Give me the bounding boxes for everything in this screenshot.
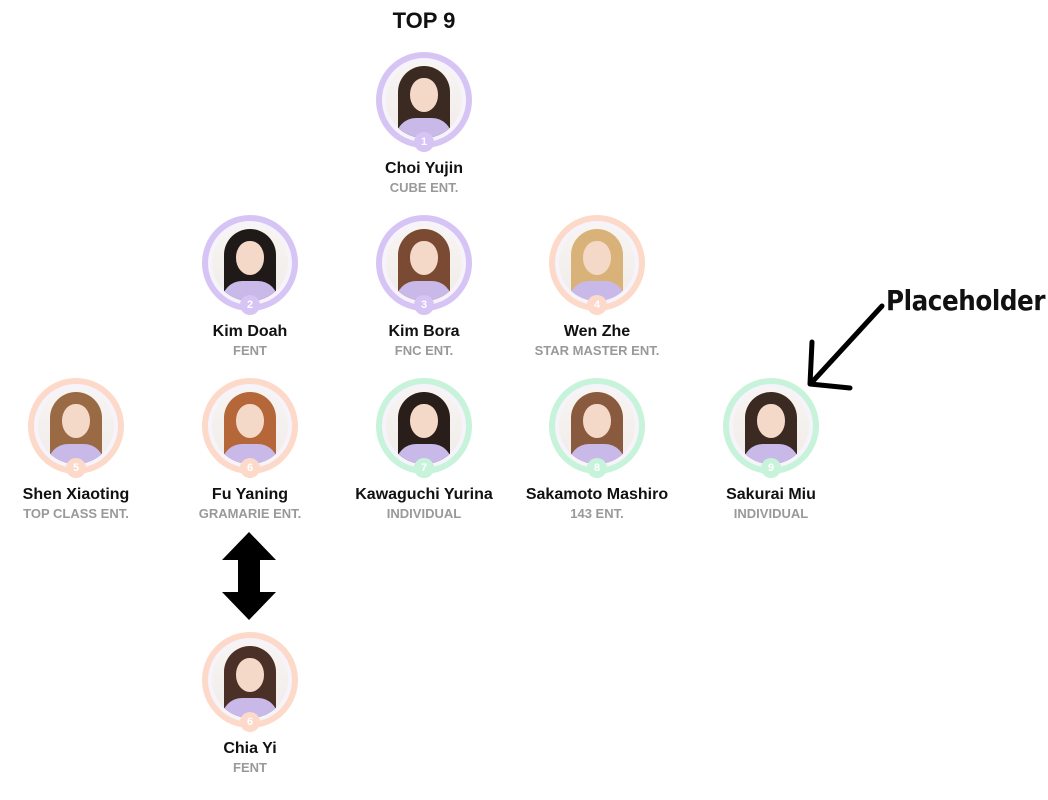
rank-badge: 9 (761, 458, 781, 478)
trainee-company: FENT (233, 343, 267, 358)
trainee-company: GRAMARIE ENT. (198, 506, 302, 521)
avatar (386, 62, 462, 138)
trainee-company: CUBE ENT. (389, 180, 459, 195)
rank-badge: 7 (414, 458, 434, 478)
avatar-ring: 6 (202, 378, 298, 478)
pointer-arrow-icon (807, 303, 885, 391)
trainee-name: Chia Yi (223, 740, 277, 757)
trainee-name: Wen Zhe (563, 323, 631, 340)
swap-double-arrow-icon (222, 532, 276, 620)
trainee-name: Shen Xiaoting (22, 486, 130, 503)
trainee-name: Kim Bora (388, 323, 460, 340)
rank-badge: 2 (240, 295, 260, 315)
rank-badge: 6 (240, 712, 260, 732)
avatar-ring: 5 (28, 378, 124, 478)
trainee-name: Sakamoto Mashiro (525, 486, 669, 503)
trainee-company: STAR MASTER ENT. (534, 343, 660, 358)
trainee-card-replacement[interactable]: 6 Chia Yi FENT (155, 632, 345, 782)
trainee-card-2[interactable]: 2 Kim Doah FENT (155, 215, 345, 365)
trainee-card-6[interactable]: 6 Fu Yaning GRAMARIE ENT. (155, 378, 345, 528)
rank-badge: 5 (66, 458, 86, 478)
trainee-card-9[interactable]: 9 Sakurai Miu INDIVIDUAL (676, 378, 866, 528)
page-title: TOP 9 (392, 8, 456, 33)
trainee-company: INDIVIDUAL (386, 506, 462, 521)
rank-badge: 4 (587, 295, 607, 315)
trainee-company: 143 ENT. (570, 506, 624, 521)
avatar (386, 388, 462, 464)
trainee-card-5[interactable]: 5 Shen Xiaoting TOP CLASS ENT. (0, 378, 171, 528)
avatar-ring: 2 (202, 215, 298, 315)
avatar (212, 388, 288, 464)
avatar (733, 388, 809, 464)
trainee-company: INDIVIDUAL (733, 506, 809, 521)
trainee-name: Sakurai Miu (726, 486, 816, 503)
trainee-name: Choi Yujin (385, 160, 463, 177)
avatar (38, 388, 114, 464)
trainee-card-3[interactable]: 3 Kim Bora FNC ENT. (329, 215, 519, 365)
trainee-name: Kim Doah (212, 323, 288, 340)
trainee-card-1[interactable]: 1 Choi Yujin CUBE ENT. (329, 52, 519, 202)
trainee-card-7[interactable]: 7 Kawaguchi Yurina INDIVIDUAL (329, 378, 519, 528)
rank-badge: 6 (240, 458, 260, 478)
avatar (559, 225, 635, 301)
trainee-company: FNC ENT. (394, 343, 454, 358)
rank-badge: 1 (414, 132, 434, 152)
placeholder-annotation: Placeholder (886, 284, 1046, 317)
trainee-card-8[interactable]: 8 Sakamoto Mashiro 143 ENT. (502, 378, 692, 528)
rank-badge: 8 (587, 458, 607, 478)
avatar-ring: 8 (549, 378, 645, 478)
avatar-ring: 6 (202, 632, 298, 732)
avatar (212, 642, 288, 718)
avatar-ring: 1 (376, 52, 472, 152)
trainee-name: Kawaguchi Yurina (355, 486, 493, 503)
rank-badge: 3 (414, 295, 434, 315)
trainee-company: TOP CLASS ENT. (23, 506, 129, 521)
trainee-name: Fu Yaning (211, 486, 289, 503)
avatar-ring: 7 (376, 378, 472, 478)
avatar-ring: 3 (376, 215, 472, 315)
avatar-ring: 9 (723, 378, 819, 478)
avatar (212, 225, 288, 301)
trainee-company: FENT (233, 760, 267, 775)
avatar-ring: 4 (549, 215, 645, 315)
avatar (559, 388, 635, 464)
trainee-card-4[interactable]: 4 Wen Zhe STAR MASTER ENT. (502, 215, 692, 365)
avatar (386, 225, 462, 301)
